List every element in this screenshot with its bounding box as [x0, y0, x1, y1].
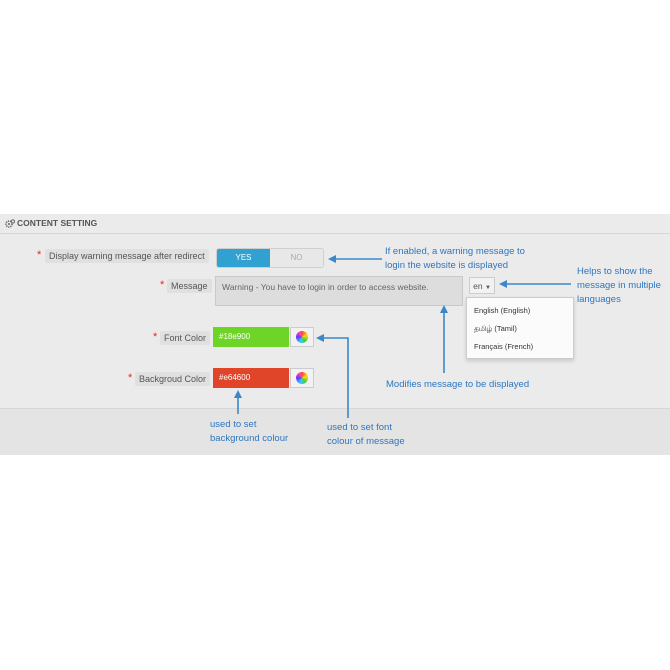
message-label: Message	[167, 279, 212, 293]
language-menu: English (English) தமிழ் (Tamil) Français…	[466, 297, 574, 359]
color-wheel-icon	[296, 331, 308, 343]
required-mark: *	[153, 331, 158, 343]
panel-title: CONTENT SETTING	[17, 218, 98, 228]
required-mark: *	[160, 279, 165, 291]
language-option-tamil[interactable]: தமிழ் (Tamil)	[474, 324, 517, 333]
panel-footer	[0, 408, 670, 455]
font-color-input[interactable]: #18e900	[213, 327, 289, 347]
language-code: en	[473, 281, 483, 291]
background-color-picker-button[interactable]	[290, 368, 314, 388]
font-color-annotation: used to set font colour of message	[327, 422, 405, 447]
language-dropdown-button[interactable]: en ▼	[469, 277, 495, 294]
display-warning-toggle[interactable]: YES NO	[216, 248, 324, 268]
font-color-arrow	[316, 334, 349, 418]
caret-down-icon: ▼	[484, 285, 491, 291]
message-annotation: Modifies message to be displayed	[386, 379, 530, 390]
language-option-english[interactable]: English (English)	[474, 306, 531, 315]
background-color-input[interactable]: #e64600	[213, 368, 289, 388]
color-wheel-icon	[296, 372, 308, 384]
gears-icon	[5, 219, 15, 228]
background-color-label: Backgroud Color	[135, 372, 211, 386]
required-mark: *	[128, 372, 133, 384]
panel-header: CONTENT SETTING	[0, 214, 670, 234]
font-color-label: Font Color	[160, 331, 211, 345]
font-color-picker-button[interactable]	[290, 327, 314, 347]
message-input[interactable]: Warning - You have to login in order to …	[215, 276, 463, 306]
toggle-no-option[interactable]: NO	[270, 249, 323, 267]
languages-annotation: Helps to show the message in multiple la…	[577, 266, 661, 305]
required-mark: *	[37, 249, 42, 261]
warning-annotation: If enabled, a warning message to login t…	[385, 246, 525, 271]
language-option-french[interactable]: Français (French)	[474, 342, 534, 351]
toggle-yes-option[interactable]: YES	[217, 249, 270, 267]
background-color-annotation: used to set background colour	[210, 419, 289, 444]
display-warning-label: Display warning message after redirect	[45, 249, 209, 263]
